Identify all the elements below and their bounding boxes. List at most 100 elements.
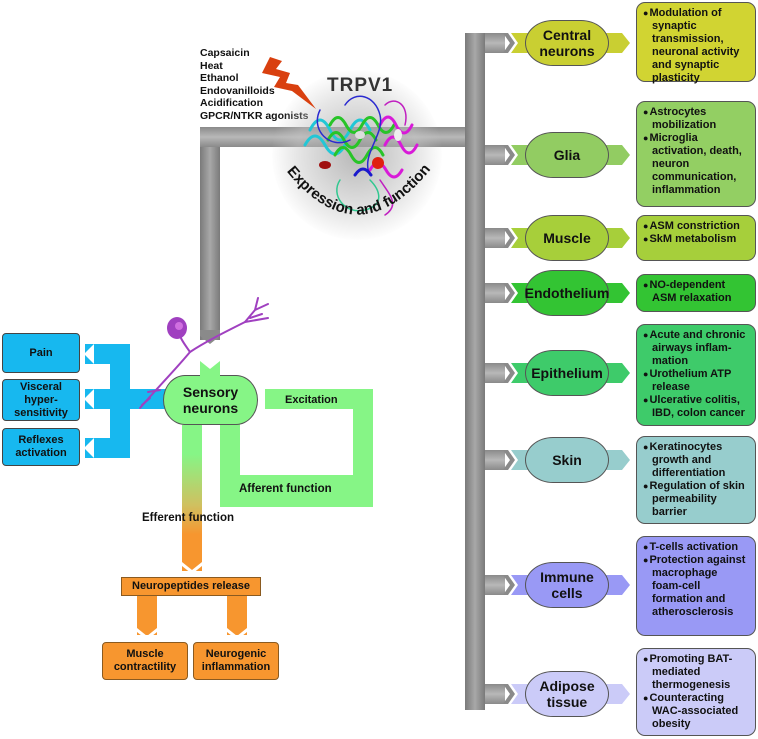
output-muscle-contractility: Muscle contractility xyxy=(102,642,188,680)
function-arrowhead-endothelium xyxy=(606,283,634,303)
efferent-branch-left xyxy=(137,595,157,635)
label-line: hyper- xyxy=(24,393,58,406)
efferent-branch-right xyxy=(227,595,247,635)
label-line: Central xyxy=(542,27,592,43)
function-item: T-cells activation xyxy=(643,541,750,554)
efferent-vertical xyxy=(182,425,202,571)
output-reflexes-activation: Reflexes activation xyxy=(2,428,80,466)
tissue-node-epithelium[interactable]: Epithelium xyxy=(525,350,609,396)
label-line: Muscle xyxy=(543,230,591,246)
tissue-node-skin[interactable]: Skin xyxy=(525,437,609,483)
function-box-central-neurons: Modulation of synaptic transmission, neu… xyxy=(636,2,756,85)
function-item: ASM constriction xyxy=(643,220,750,233)
function-box-immune-cells: T-cells activationProtection against mac… xyxy=(636,536,756,636)
function-item: Keratinocytes growth and differentiation xyxy=(643,441,750,480)
function-item: Modulation of synaptic transmission, neu… xyxy=(643,7,750,85)
function-item: Urothelium ATP release xyxy=(643,368,750,394)
blue-branch-pain xyxy=(85,344,130,364)
label-line: Visceral xyxy=(19,380,62,393)
function-item: Promoting BAT-mediated thermogenesis xyxy=(643,653,750,692)
function-box-adipose-tissue: Promoting BAT-mediated thermogenesisCoun… xyxy=(636,648,756,736)
function-list: Acute and chronic airways inflam-mationU… xyxy=(643,329,750,420)
stimulus-item: Acidification xyxy=(200,97,264,109)
label-line: Immune xyxy=(540,569,594,585)
output-pain: Pain xyxy=(2,333,80,373)
function-list: NO-dependent ASM relaxation xyxy=(643,279,750,305)
function-list: Keratinocytes growth and differentiation… xyxy=(643,441,750,519)
stimulus-item: Capsaicin xyxy=(200,47,250,59)
label-line: sensitivity xyxy=(14,406,68,419)
output-neurogenic-inflammation: Neurogenic inflammation xyxy=(193,642,279,680)
tissue-label: Glia xyxy=(554,147,580,163)
blue-arrowheads xyxy=(84,344,94,458)
label-line: activation xyxy=(15,447,67,459)
trunk-right-vertical xyxy=(465,33,485,710)
label-line: Reflexes xyxy=(18,434,64,446)
trunk-branch-endothelium xyxy=(485,283,505,303)
function-box-muscle: ASM constrictionSkM metabolism xyxy=(636,215,756,261)
sensory-node-input-notch xyxy=(200,361,220,377)
function-list: Astrocytes mobilizationMicroglia activat… xyxy=(643,106,750,197)
output-muscle-contractility-label: Muscle contractility xyxy=(114,648,176,674)
function-list: Promoting BAT-mediated thermogenesisCoun… xyxy=(643,653,750,731)
label-line: inflammation xyxy=(201,661,271,673)
function-arrowhead-epithelium xyxy=(606,363,634,383)
label-line: Adipose xyxy=(539,678,595,694)
function-box-epithelium: Acute and chronic airways inflam-mationU… xyxy=(636,324,756,426)
trpv1-title: TRPV1 xyxy=(327,75,394,96)
label-line: Epithelium xyxy=(531,365,603,381)
trpv1-halo xyxy=(272,70,442,240)
function-box-glia: Astrocytes mobilizationMicroglia activat… xyxy=(636,101,756,207)
tissue-node-muscle[interactable]: Muscle xyxy=(525,215,609,261)
function-item: SkM metabolism xyxy=(643,233,750,246)
function-item: Protection against macrophage foam-cell … xyxy=(643,554,750,619)
neuropeptides-label: Neuropeptides release xyxy=(132,580,250,592)
sensory-neurons-label: Sensory neurons xyxy=(183,384,238,416)
function-arrowhead-skin xyxy=(606,450,634,470)
tissue-node-glia[interactable]: Glia xyxy=(525,132,609,178)
tissue-label: Skin xyxy=(552,452,582,468)
label-line: Skin xyxy=(552,452,582,468)
label-line: contractility xyxy=(113,661,177,673)
stimulus-item: Ethanol xyxy=(200,72,239,84)
function-item: Regulation of skin permeability barrier xyxy=(643,480,750,519)
function-item: Microglia activation, death, neuron comm… xyxy=(643,132,750,197)
neuropeptides-release-box: Neuropeptides release xyxy=(121,577,261,596)
function-arrowhead-central-neurons xyxy=(606,33,634,53)
stimulus-item: Heat xyxy=(200,59,223,72)
function-arrowhead-glia xyxy=(606,145,634,165)
output-visceral-label: Visceral hyper- sensitivity xyxy=(14,381,68,420)
tissue-node-endothelium[interactable]: Endothelium xyxy=(525,270,609,316)
stimulus-item: Endovanilloids xyxy=(200,84,275,97)
output-neurogenic-inflammation-label: Neurogenic inflammation xyxy=(202,648,270,674)
excitation-arrowhead xyxy=(266,389,276,409)
stimulus-lightning-bolt-icon xyxy=(262,57,316,109)
tissue-label: Muscle xyxy=(543,230,590,246)
trunk-branch-central-neurons xyxy=(485,33,505,53)
efferent-branch-arrowheads xyxy=(137,628,247,640)
blue-branch-reflexes xyxy=(85,438,130,458)
expression-function-arc-caption: Expression and function xyxy=(283,161,433,219)
function-arrowhead-muscle xyxy=(606,228,634,248)
function-item: Astrocytes mobilization xyxy=(643,106,750,132)
afferent-loop-left xyxy=(220,420,240,507)
sensory-neurons-node[interactable]: Sensory neurons xyxy=(163,375,258,425)
label-line: cells xyxy=(551,585,583,601)
function-list: Modulation of synaptic transmission, neu… xyxy=(643,7,750,85)
function-item: NO-dependent ASM relaxation xyxy=(643,279,750,305)
function-arrowhead-immune-cells xyxy=(606,575,634,595)
label-line: Endothelium xyxy=(524,285,610,301)
trunk-branch-adipose-tissue xyxy=(485,684,505,704)
trunk-left-arrowhead xyxy=(200,330,220,344)
label-line: Sensory xyxy=(182,384,239,400)
efferent-arrowhead xyxy=(182,562,202,574)
label-line: neurons xyxy=(539,43,595,59)
label-line: Glia xyxy=(553,147,581,163)
function-list: ASM constrictionSkM metabolism xyxy=(643,220,750,246)
function-item: Ulcerative colitis, IBD, colon cancer xyxy=(643,394,750,420)
